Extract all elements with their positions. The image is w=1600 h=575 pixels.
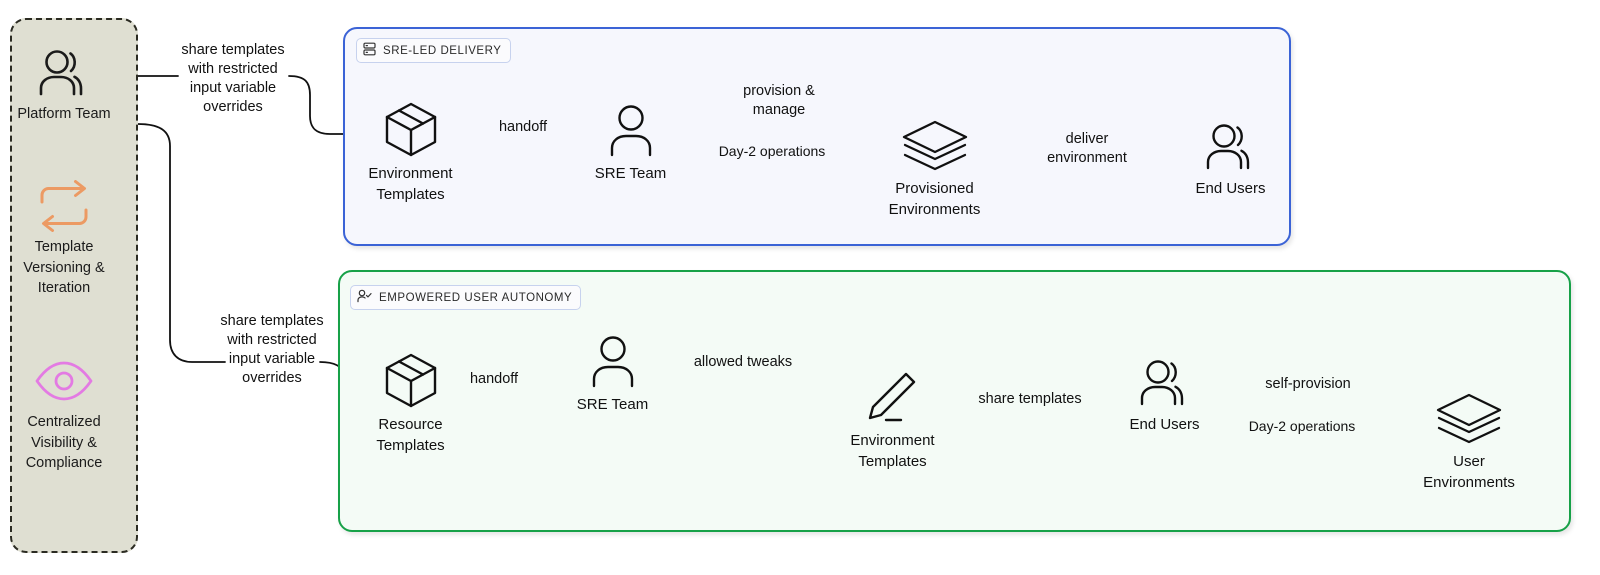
badge-sre-led-delivery: SRE-LED DELIVERY xyxy=(356,38,511,63)
node-label: End Users xyxy=(1195,180,1266,197)
node-end-users-top[interactable]: End Users xyxy=(1178,120,1283,199)
person-icon xyxy=(578,99,683,157)
node-sre-team-top[interactable]: SRE Team xyxy=(578,99,683,184)
pencil-icon xyxy=(840,370,945,424)
edge-label-day2-bottom: Day-2 operations xyxy=(1248,418,1356,434)
repeat-icon xyxy=(0,175,128,237)
edge-label-allowed-tweaks: allowed tweaks xyxy=(693,354,793,370)
edge-label-deliver-environment: deliver environment xyxy=(1047,131,1127,166)
node-environment-templates-bottom[interactable]: Environment Templates xyxy=(840,370,945,472)
person-check-icon xyxy=(357,289,372,306)
server-stack-icon xyxy=(363,42,376,59)
node-label: Provisioned Environments xyxy=(888,180,981,218)
users-icon xyxy=(1112,358,1217,408)
sidebar-item-template-versioning[interactable]: Template Versioning & Iteration xyxy=(0,175,128,299)
edge-label-self-provision: self-provision xyxy=(1265,376,1351,392)
badge-label: EMPOWERED USER AUTONOMY xyxy=(379,291,573,304)
sidebar-item-centralized-visibility[interactable]: Centralized Visibility & Compliance xyxy=(0,350,128,474)
node-label: Resource Templates xyxy=(376,416,445,454)
sidebar-item-label: Platform Team xyxy=(17,106,111,122)
node-end-users-bottom[interactable]: End Users xyxy=(1112,358,1217,435)
node-label: User Environments xyxy=(1423,453,1515,491)
node-label: Environment Templates xyxy=(368,165,453,203)
edge-label-provision-manage: provision & manage xyxy=(743,83,815,118)
users-icon xyxy=(1178,120,1283,172)
box-icon xyxy=(358,350,463,408)
sidebar-item-label: Template Versioning & Iteration xyxy=(23,239,105,296)
node-label: SRE Team xyxy=(594,165,667,182)
panel-empowered-user-autonomy xyxy=(338,270,1571,532)
eye-icon xyxy=(0,350,128,412)
connector-label-top: share templates with restricted input va… xyxy=(181,42,285,115)
node-provisioned-environments[interactable]: Provisioned Environments xyxy=(882,120,987,220)
badge-label: SRE-LED DELIVERY xyxy=(383,44,502,57)
node-environment-templates[interactable]: Environment Templates xyxy=(358,99,463,205)
platform-team-container xyxy=(10,18,138,553)
layers-icon xyxy=(882,120,987,172)
person-icon xyxy=(560,330,665,388)
node-label: SRE Team xyxy=(576,396,649,413)
node-user-environments[interactable]: User Environments xyxy=(1414,393,1524,493)
edge-label-handoff-bottom: handoff xyxy=(469,371,519,387)
edge-label-handoff-top: handoff xyxy=(498,119,548,135)
node-label: Environment Templates xyxy=(850,432,935,470)
node-label: End Users xyxy=(1129,416,1200,433)
node-resource-templates[interactable]: Resource Templates xyxy=(358,350,463,456)
users-icon xyxy=(0,42,128,104)
layers-icon xyxy=(1414,393,1524,445)
panel-sre-led-delivery xyxy=(343,27,1291,246)
box-icon xyxy=(358,99,463,157)
connector-label-bottom: share templates with restricted input va… xyxy=(220,313,324,386)
edge-label-day2-top: Day-2 operations xyxy=(718,143,826,159)
badge-empowered-user-autonomy: EMPOWERED USER AUTONOMY xyxy=(350,285,582,310)
node-sre-team-bottom[interactable]: SRE Team xyxy=(560,330,665,415)
sidebar-item-platform-team[interactable]: Platform Team xyxy=(0,42,128,125)
sidebar-item-label: Centralized Visibility & Compliance xyxy=(25,414,103,471)
edge-label-share-templates: share templates xyxy=(978,391,1082,407)
